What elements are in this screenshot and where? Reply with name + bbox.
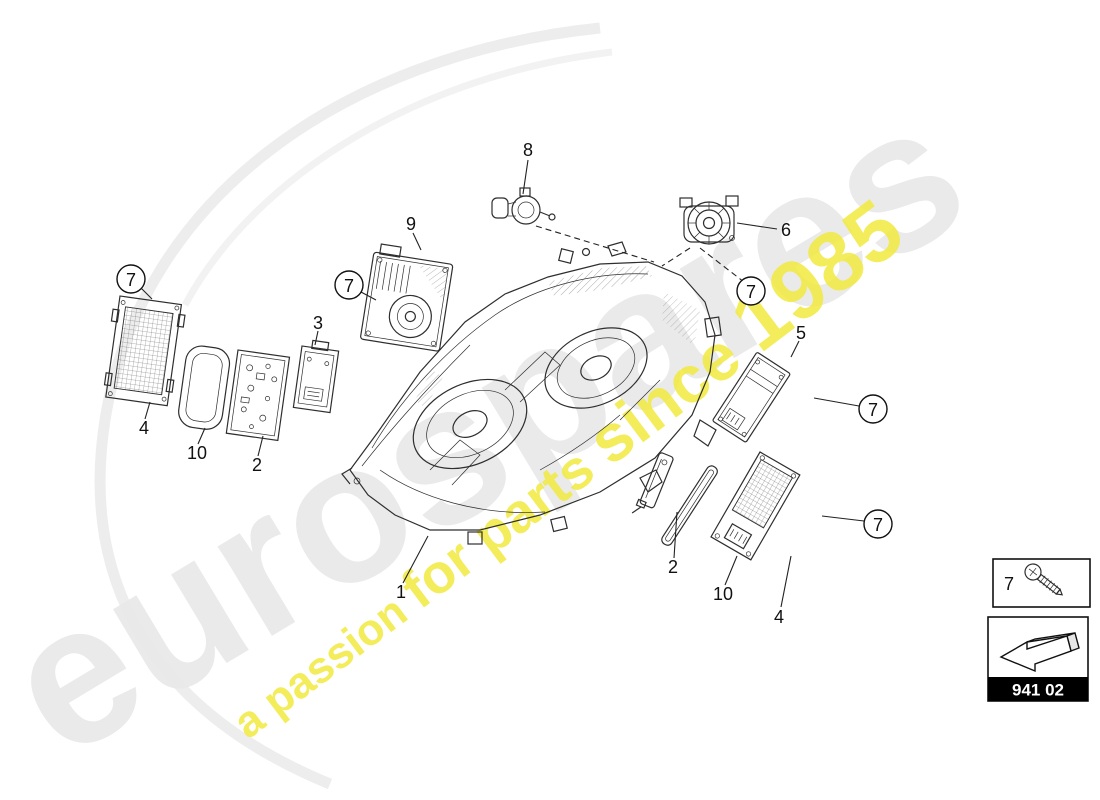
- callout-3-module[interactable]: 3: [313, 313, 323, 333]
- projector-lens-left: [412, 378, 528, 470]
- callout-2-pcb-left[interactable]: 2: [252, 455, 262, 475]
- callout-1-headlight[interactable]: 1: [396, 582, 406, 602]
- diagram-code: 941 02: [1012, 681, 1064, 700]
- callout-7-screw-top-left[interactable]: 7: [116, 264, 146, 294]
- callout-7-label: 7: [746, 282, 756, 302]
- hatch-region-right: [662, 292, 700, 346]
- direction-arrow-icon: [999, 632, 1080, 673]
- diagram-code-box: 941 02: [987, 616, 1089, 702]
- watermark-swoosh: [94, 22, 613, 790]
- part-4-control-unit-left: [103, 295, 186, 407]
- code-bar: [988, 677, 1088, 701]
- callout-4-control-unit-left[interactable]: 4: [139, 418, 149, 438]
- part-3-module: [292, 339, 340, 414]
- callout-10-gasket-left[interactable]: 10: [187, 443, 207, 463]
- part-8-adjuster-motor: [491, 187, 556, 225]
- headlight-assembly-drawing: [341, 241, 722, 545]
- callout-2-bracket-right[interactable]: 2: [668, 557, 678, 577]
- screw-legend-label: 7: [1004, 574, 1014, 594]
- part-2-pcb-left: [225, 349, 291, 442]
- callout-7-screw-mid-left[interactable]: 7: [334, 270, 364, 300]
- callout-4-control-unit-right[interactable]: 4: [774, 607, 784, 627]
- part-2-bracket-right: [631, 452, 674, 514]
- part-5-module-right: [712, 352, 791, 443]
- callout-8-adjuster-motor[interactable]: 8: [523, 140, 533, 160]
- hatch-region-top: [548, 266, 652, 296]
- part-10-seal-right: [661, 465, 718, 546]
- callout-9-led-module[interactable]: 9: [406, 214, 416, 234]
- callout-7-label: 7: [126, 270, 136, 290]
- callout-7-screw-right[interactable]: 7: [858, 394, 888, 424]
- callout-5-module-right[interactable]: 5: [796, 323, 806, 343]
- part-4-control-unit-right: [710, 451, 801, 561]
- screw-legend-box: 7: [992, 558, 1091, 608]
- callout-10-seal-right[interactable]: 10: [713, 584, 733, 604]
- watermark-brand: eurospares: [0, 59, 999, 798]
- bolt-icon: [1024, 563, 1064, 596]
- callout-7-label: 7: [868, 400, 878, 420]
- callout-7-label: 7: [344, 276, 354, 296]
- projector-lens-right: [544, 327, 648, 409]
- callout-6-fan[interactable]: 6: [781, 220, 791, 240]
- callout-7-label: 7: [873, 515, 883, 535]
- hatch-region-lens: [415, 370, 443, 408]
- part-10-gasket-left: [178, 345, 231, 430]
- callout-7-screw-bottom-right[interactable]: 7: [863, 509, 893, 539]
- part-6-fan: [679, 195, 739, 245]
- leader-lines: [140, 159, 865, 608]
- callout-7-screw-top-right[interactable]: 7: [736, 276, 766, 306]
